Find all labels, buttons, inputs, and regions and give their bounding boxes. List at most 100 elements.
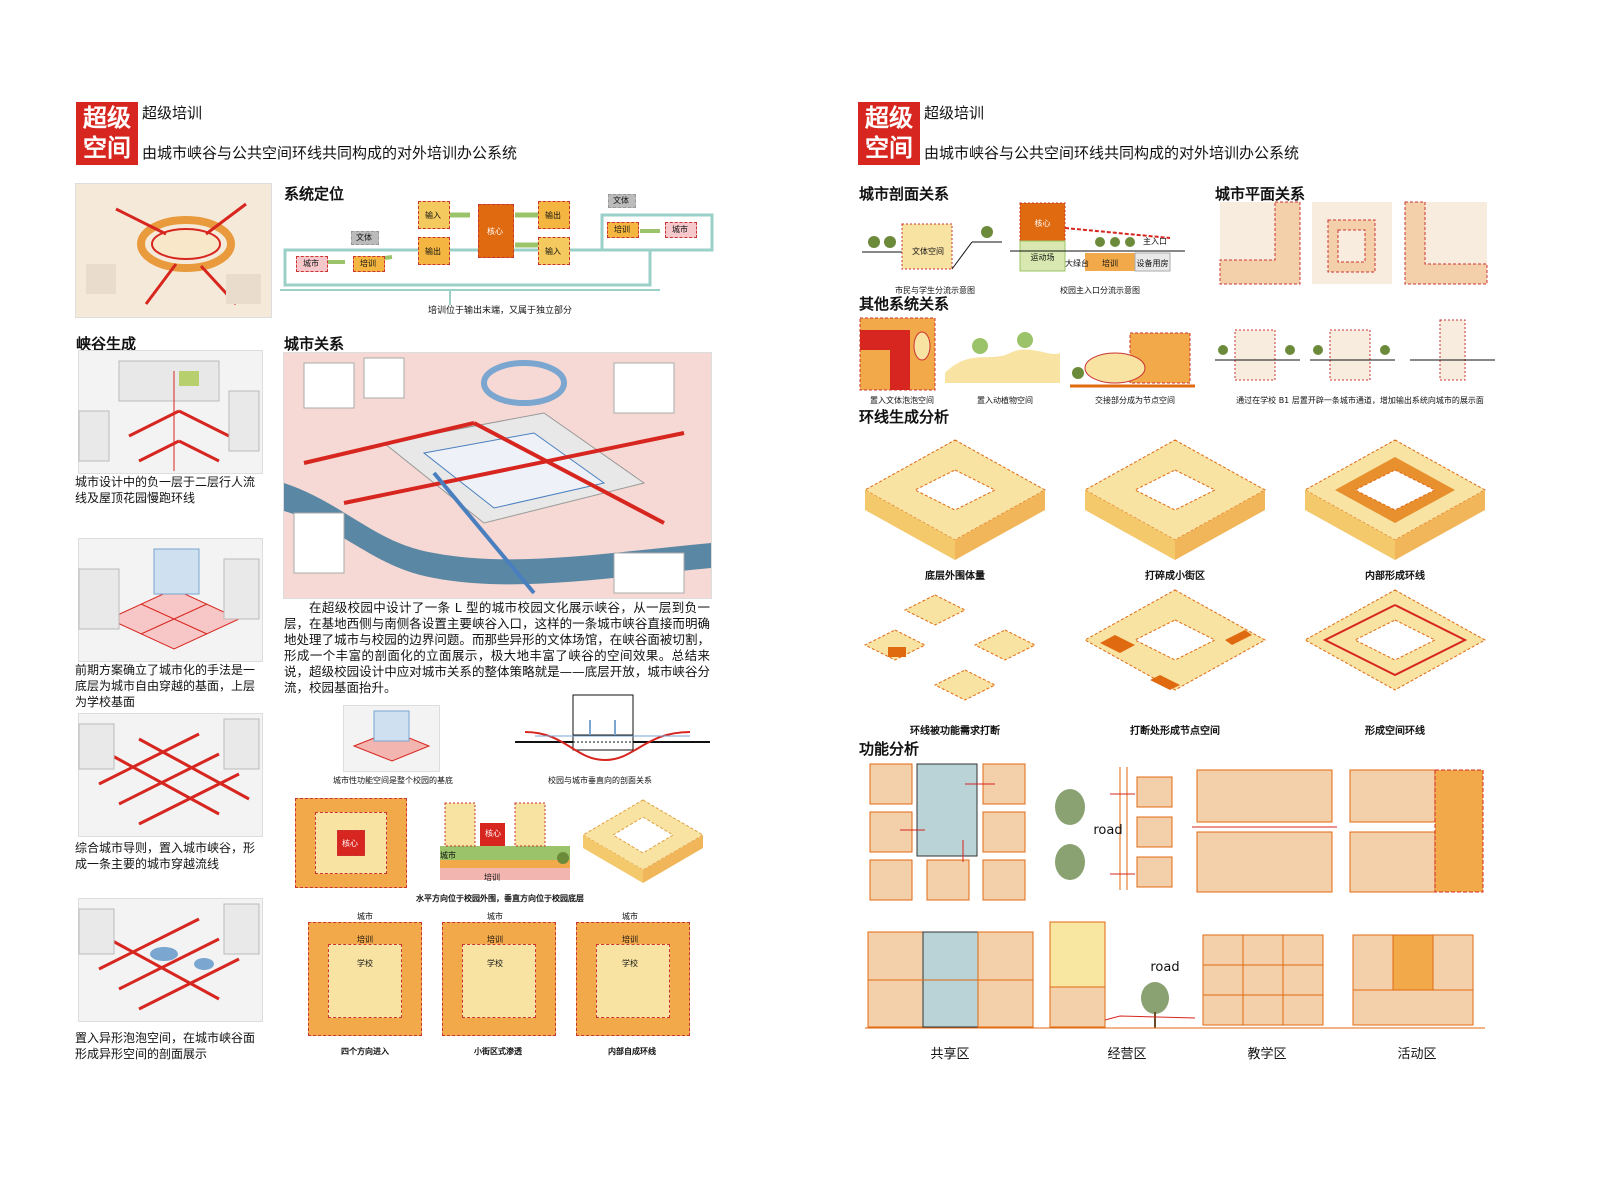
core-section-label-train: 培训 xyxy=(484,873,500,882)
badge-line1: 超级 xyxy=(83,104,131,132)
loop-ring-diagram xyxy=(582,799,704,883)
diag-caption-3: 水平方向位于校园外围，垂直方向位于校园底层 xyxy=(416,894,584,903)
section-title-city: 城市关系 xyxy=(284,335,345,353)
section-title-other: 其他系统关系 xyxy=(859,295,950,313)
other-caption-2: 置入动植物空间 xyxy=(977,396,1033,405)
sq3-inner xyxy=(596,944,670,1018)
sq3-train-label: 培训 xyxy=(622,935,638,944)
canyon-step2-drawing xyxy=(78,548,260,650)
road-label-2: road xyxy=(1150,960,1180,975)
diag-caption-2: 校园与城市垂直向的剖面关系 xyxy=(548,776,652,785)
core-section-label-city: 城市 xyxy=(440,851,456,860)
loop-generation-diagrams xyxy=(863,439,1487,701)
canyon-caption-2: 前期方案确立了城市化的手法是一底层为城市自由穿越的基面，上层为学校基面 xyxy=(75,663,256,709)
flow-wenti-label-1: 文体 xyxy=(356,233,372,242)
other-system-diagrams xyxy=(859,317,1195,391)
flow-output-box-1 xyxy=(418,237,450,265)
func-caption-1: 共享区 xyxy=(930,1047,970,1062)
loop-caption-1: 底层外围体量 xyxy=(925,571,985,582)
section-title-position: 系统定位 xyxy=(284,185,345,203)
flow-input-box-1 xyxy=(418,201,450,229)
canyon-step3-image xyxy=(78,713,263,837)
canyon-caption-3: 综合城市导则，置入城市峡谷，形成一条主要的城市穿越流线 xyxy=(75,841,256,871)
loop-caption-5: 打断处形成节点空间 xyxy=(1130,726,1220,737)
sq3-school-label: 学校 xyxy=(622,959,638,968)
city-relation-image xyxy=(283,352,712,599)
badge-right-line2: 空间 xyxy=(865,134,913,162)
section-label-sport: 运动场 xyxy=(1030,253,1055,262)
flow-output-label-2: 输出 xyxy=(545,211,561,220)
badge-right: 超级 空间 xyxy=(858,102,920,165)
section-label-core: 核心 xyxy=(1034,219,1051,228)
road-label-1: road xyxy=(1093,823,1123,838)
badge-right-line1: 超级 xyxy=(865,104,913,132)
section-label-culture: 文体空间 xyxy=(912,247,944,256)
flow-input-box-2 xyxy=(538,237,570,265)
sq-caption-1: 四个方向进入 xyxy=(341,1047,389,1056)
sq1-train-label: 培训 xyxy=(357,935,373,944)
func-caption-2: 经营区 xyxy=(1107,1047,1147,1062)
core-plan-label: 核心 xyxy=(342,839,358,848)
flow-train-label-2: 培训 xyxy=(614,225,630,234)
flow-city-box-1 xyxy=(296,256,328,272)
section-label-service: 设备用房 xyxy=(1136,259,1169,268)
canyon-caption-1: 城市设计中的负一层于二层行人流线及屋顶花园慢跑环线 xyxy=(75,475,256,505)
city-base-diagram xyxy=(343,705,440,772)
loop-caption-3: 内部形成环线 xyxy=(1365,571,1425,582)
section-title-function: 功能分析 xyxy=(859,740,920,758)
canyon-step4-drawing xyxy=(78,903,260,1011)
page-title: 超级培训 xyxy=(142,104,203,122)
func-caption-3: 教学区 xyxy=(1247,1047,1287,1062)
city-relation-drawing xyxy=(284,353,711,598)
canyon-caption-4: 置入异形泡泡空间，在城市峡谷面形成异形空间的剖面展示 xyxy=(75,1031,256,1061)
sq1-inner xyxy=(328,944,402,1018)
flow-core-label: 核心 xyxy=(487,227,503,236)
other-caption-3: 交接部分成为节点空间 xyxy=(1095,396,1175,405)
core-section-label-core: 核心 xyxy=(485,829,501,838)
city-plan-diagrams xyxy=(1219,201,1488,285)
section-label-plaza: 大绿台 xyxy=(1065,259,1089,268)
flow-input-label-2: 输入 xyxy=(545,247,561,256)
section-label-entry: 主入口 xyxy=(1143,237,1167,246)
section-title-city-section: 城市剖面关系 xyxy=(859,185,950,203)
flow-output-label-1: 输出 xyxy=(425,247,441,256)
section-caption-1: 市民与学生分流示意图 xyxy=(895,286,975,295)
city-section-diagram-1 xyxy=(862,223,1002,270)
flow-wenti-box-1 xyxy=(351,231,379,245)
flow-core-box xyxy=(478,204,514,258)
sq-caption-2: 小街区式渗透 xyxy=(474,1047,522,1056)
core-section-diagram xyxy=(440,802,570,880)
function-analysis-bottom xyxy=(865,921,1485,1029)
sq1-school-label: 学校 xyxy=(357,959,373,968)
canyon-step4-image xyxy=(78,898,263,1022)
city-section-diagram-2 xyxy=(1010,202,1185,272)
vertical-section-diagram xyxy=(515,694,710,762)
loop-caption-4: 环线被功能需求打断 xyxy=(910,726,1000,737)
diag-caption-1: 城市性功能空间是整个校园的基底 xyxy=(333,776,453,785)
sq2-city-label: 城市 xyxy=(487,912,503,921)
page-subtitle: 由城市峡谷与公共空间环线共同构成的对外培训办公系统 xyxy=(142,144,518,162)
badge-line2: 空间 xyxy=(83,134,131,162)
flow-output-box-2 xyxy=(538,201,570,229)
canyon-step1-drawing xyxy=(78,360,260,471)
function-analysis-top xyxy=(869,763,1484,901)
sq2-school-label: 学校 xyxy=(487,959,503,968)
b1-passage-diagrams xyxy=(1215,319,1495,381)
section-title-city-plan: 城市平面关系 xyxy=(1215,185,1306,203)
flow-city-label-1: 城市 xyxy=(303,259,319,268)
flow-train-box-2 xyxy=(607,222,639,238)
flow-train-box-1 xyxy=(353,256,385,272)
flow-note: 培训位于输出末端，又属于独立部分 xyxy=(427,306,572,316)
flow-city-label-2: 城市 xyxy=(672,225,688,234)
loop-caption-2: 打碎成小街区 xyxy=(1145,571,1205,582)
aerial-overview-drawing xyxy=(76,184,271,317)
sq1-city-label: 城市 xyxy=(357,912,373,921)
sq-caption-3: 内部自成环线 xyxy=(608,1047,656,1056)
city-relation-paragraph: 在超级校园中设计了一条 L 型的城市校园文化展示峡谷，从一层到负一层，在基地西侧… xyxy=(284,600,710,695)
flow-city-box-2 xyxy=(665,222,697,238)
badge: 超级 空间 xyxy=(76,102,138,165)
section-label-train: 培训 xyxy=(1102,259,1118,268)
flow-wenti-label-2: 文体 xyxy=(613,196,629,205)
sq2-train-label: 培训 xyxy=(487,935,503,944)
system-flow-diagram xyxy=(280,212,714,305)
